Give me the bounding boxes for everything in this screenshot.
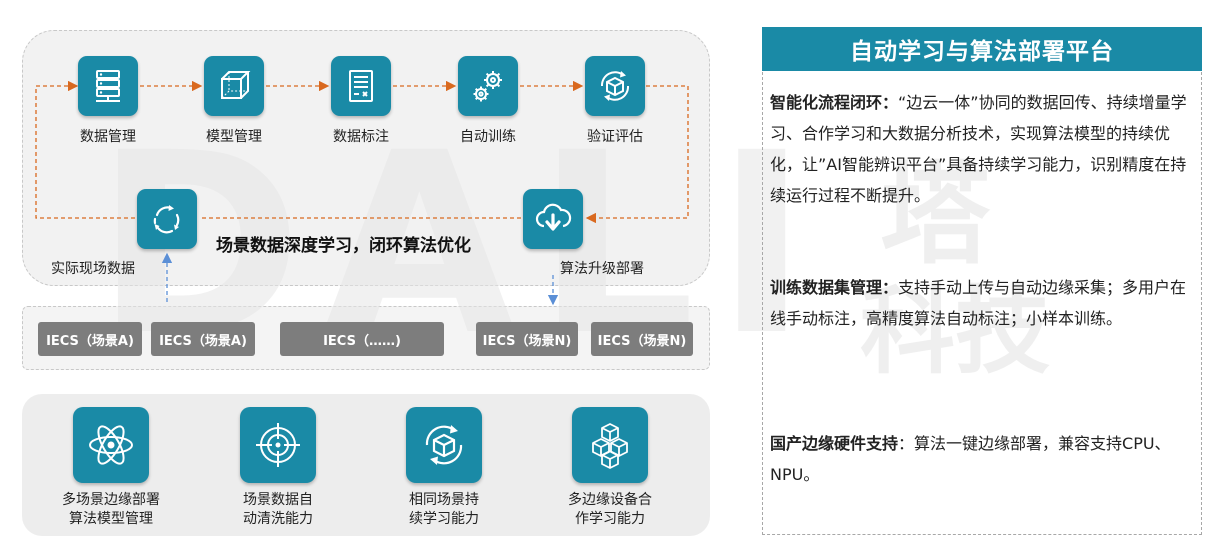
document-icon bbox=[349, 70, 373, 102]
description-closed-loop-heading: 智能化流程闭环： bbox=[770, 93, 899, 112]
step-verification bbox=[585, 56, 645, 116]
capability-label-data-cleaning: 场景数据自 动清洗能力 bbox=[243, 492, 313, 527]
server-icon bbox=[96, 70, 120, 102]
iecs-node-4: IECS（场景N) bbox=[476, 322, 578, 356]
watermark-cn-bottom: 科技 bbox=[860, 277, 1051, 387]
description-hardware-support-heading: 国产边缘硬件支持 bbox=[770, 434, 899, 453]
blocks-icon bbox=[592, 423, 628, 469]
iecs-node-2: IECS（场景A) bbox=[151, 322, 255, 356]
description-hardware-support-body: ：算法一键边缘部署，兼容支持CPU、NPU。 bbox=[770, 434, 1171, 484]
description-closed-loop: 智能化流程闭环：“边云一体”协同的数据回传、持续增量学习、合作学习和大数据分析技… bbox=[770, 87, 1194, 211]
capability-data-cleaning bbox=[240, 407, 316, 483]
description-closed-loop-body: “边云一体”协同的数据回传、持续增量学习、合作学习和大数据分析技术，实现算法模型… bbox=[770, 93, 1187, 205]
cloud-download-icon bbox=[535, 203, 572, 231]
step-model-management bbox=[204, 56, 264, 116]
step-auto-training bbox=[458, 56, 518, 116]
step-label-data-annotation: 数据标注 bbox=[333, 129, 389, 145]
step-deploy bbox=[523, 189, 583, 249]
description-dataset-management: 训练数据集管理：支持手动上传与自动边缘采集；多用户在线手动标注，高精度算法自动标… bbox=[770, 272, 1194, 334]
gears-icon bbox=[473, 71, 502, 102]
step-label-data-management: 数据管理 bbox=[80, 129, 136, 145]
loop-slogan: 场景数据深度学习，闭环算法优化 bbox=[216, 236, 471, 256]
capability-label-multi-scene-deploy: 多场景边缘部署 算法模型管理 bbox=[62, 492, 160, 527]
step-label-model-management: 模型管理 bbox=[206, 129, 262, 145]
cycle-arrows-icon bbox=[153, 205, 180, 234]
step-data-annotation bbox=[331, 56, 391, 116]
capability-multi-scene-deploy bbox=[73, 407, 149, 483]
capability-cooperative-learning bbox=[572, 407, 648, 483]
panel-title: 自动学习与算法部署平台 bbox=[762, 27, 1202, 71]
step-field-data bbox=[137, 189, 197, 249]
arrow-verify-to-deploy bbox=[585, 85, 689, 224]
description-dataset-management-body: 支持手动上传与自动边缘采集；多用户在线手动标注，高精度算法自动标注；小样本训练。 bbox=[770, 278, 1187, 328]
cube-icon bbox=[221, 71, 251, 99]
step-label-deploy: 算法升级部署 bbox=[560, 261, 644, 277]
step-label-auto-training: 自动训练 bbox=[460, 129, 516, 145]
iecs-node-1: IECS（场景A) bbox=[38, 322, 142, 356]
iecs-node-5: IECS（场景N) bbox=[591, 322, 693, 356]
step-label-field-data: 实际现场数据 bbox=[51, 261, 135, 277]
target-icon bbox=[256, 423, 300, 467]
step-label-verification: 验证评估 bbox=[587, 129, 643, 145]
description-hardware-support: 国产边缘硬件支持：算法一键边缘部署，兼容支持CPU、NPU。 bbox=[770, 428, 1194, 490]
capability-continual-learning bbox=[406, 407, 482, 483]
arrow-source-to-data bbox=[35, 80, 135, 219]
package-cycle-icon bbox=[425, 425, 463, 465]
loop-connectors bbox=[35, 80, 689, 306]
atom-icon bbox=[89, 425, 133, 465]
description-dataset-management-heading: 训练数据集管理： bbox=[770, 278, 899, 297]
capability-label-cooperative-learning: 多边缘设备合 作学习能力 bbox=[568, 492, 652, 527]
step-data-management bbox=[78, 56, 138, 116]
capability-label-continual-learning: 相同场景持 续学习能力 bbox=[409, 492, 479, 527]
watermark-cn-top: 塔 bbox=[880, 151, 990, 279]
iecs-node-3: IECS（……) bbox=[280, 322, 444, 356]
package-cycle-icon bbox=[600, 71, 630, 101]
